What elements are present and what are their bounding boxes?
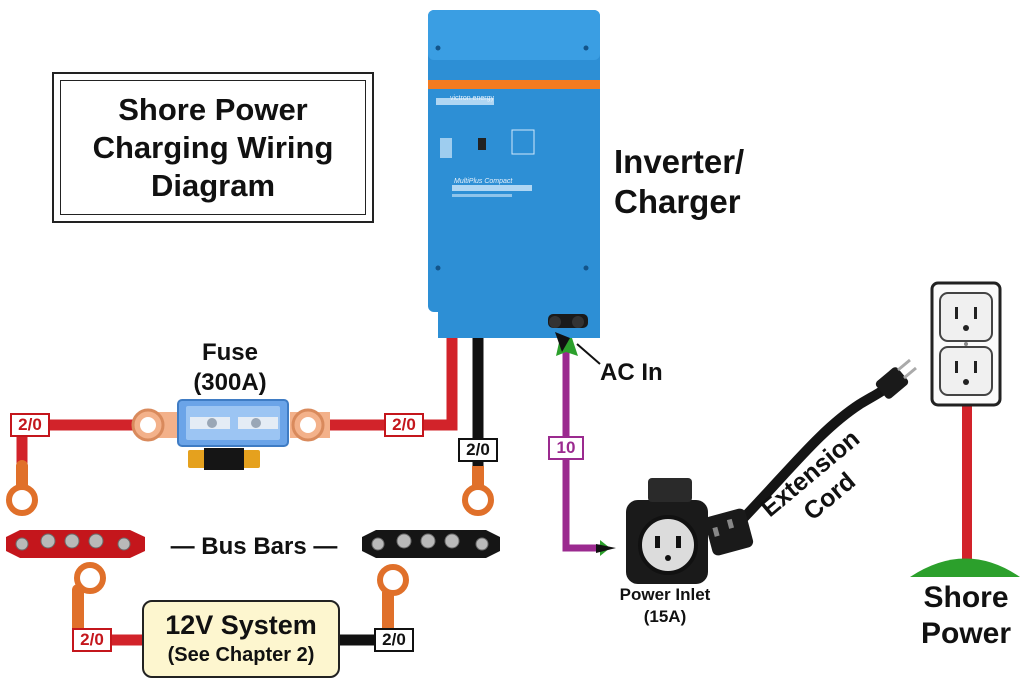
system-label: 12V System [165, 610, 317, 640]
fuse-label: Fuse (300A) [193, 339, 267, 396]
inverter-label: Inverter/ Charger [614, 143, 745, 220]
ac-in-connector [555, 332, 578, 356]
inverter-brand: victron energy [450, 95, 494, 102]
inverter-model: MultiPlus Compact [454, 178, 513, 185]
ac-in-label: AC In [600, 359, 663, 386]
gauge-tag-ac: 10 [548, 436, 584, 460]
shore-pole [962, 403, 972, 563]
extension-cord-icon [704, 358, 917, 556]
positive-wire [16, 306, 458, 646]
gauge-tag-right-bottom: 2/0 [374, 628, 414, 652]
inverter-icon [428, 10, 600, 338]
fuse-icon [131, 399, 330, 470]
diagram-title: Shore Power Charging Wiring Diagram [92, 91, 334, 203]
system-sub-label: (See Chapter 2) [167, 644, 315, 666]
gauge-tag-negative: 2/0 [458, 438, 498, 462]
shore-power-label: Shore Power [920, 581, 1012, 650]
gauge-tag-right-top: 2/0 [384, 413, 424, 437]
gauge-tag-left-bottom: 2/0 [72, 628, 112, 652]
system-box: 12V System (See Chapter 2) [142, 600, 340, 678]
ac-in-pointer [576, 343, 601, 365]
power-inlet-icon [596, 478, 708, 584]
bus-bar-icon [6, 530, 500, 558]
shore-ground [910, 558, 1020, 577]
ring-lugs [6, 484, 494, 596]
bus-bars-label: — Bus Bars — [170, 533, 338, 560]
outlet-icon [930, 281, 1002, 407]
ac-wire [562, 352, 600, 552]
gauge-tag-left-top: 2/0 [10, 413, 50, 437]
power-inlet-label: Power Inlet (15A) [619, 585, 711, 626]
title-box: Shore Power Charging Wiring Diagram [52, 72, 374, 223]
